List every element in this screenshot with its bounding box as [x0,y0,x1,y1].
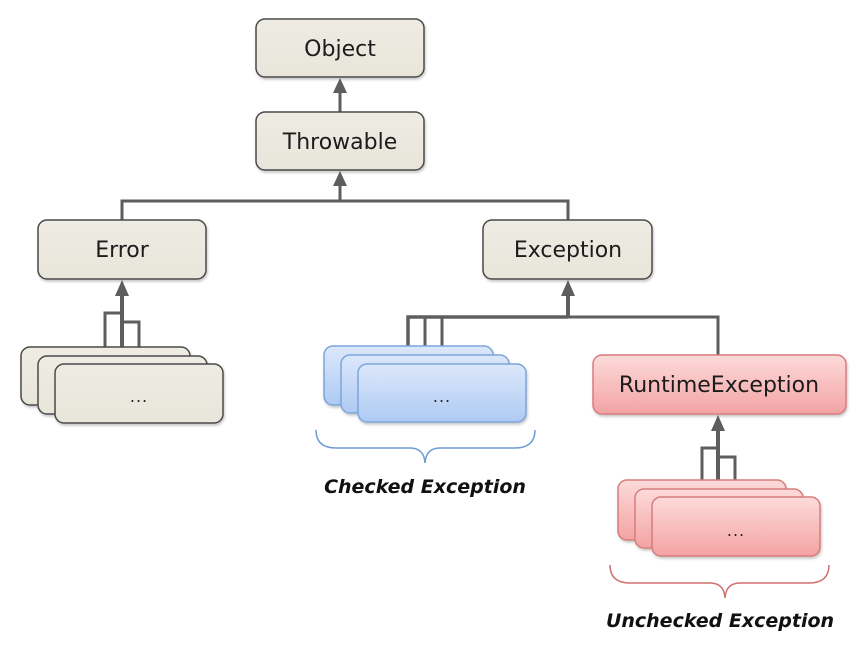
edge-unchecked-1 [700,446,718,480]
stack-error-subclasses[interactable]: ... [20,346,224,424]
arrowhead-exception [561,280,575,296]
node-object[interactable]: Object [255,18,425,78]
node-exception-label: Exception [514,238,622,263]
stack-unchecked-subclasses-label: ... [727,521,745,540]
node-error[interactable]: Error [37,219,207,280]
connectors [103,90,737,497]
edge-error-throwable [120,199,340,220]
edge-runtime-exception [568,315,720,355]
node-runtime-exception-label: RuntimeException [619,373,819,398]
node-throwable-label: Throwable [282,130,398,155]
group-label-checked: Checked Exception [324,476,526,498]
arrowhead-runtime-exception [711,415,725,431]
arrowheads [115,78,725,431]
stack-checked-subclasses[interactable]: ... [323,345,527,423]
brace-checked [315,429,536,464]
stack-checked-subclasses-label: ... [433,387,451,406]
arrowhead-error [115,280,129,296]
group-label-unchecked: Unchecked Exception [606,610,834,632]
stack-unchecked-subclasses[interactable]: ... [617,479,821,557]
node-runtime-exception[interactable]: RuntimeException [592,354,847,415]
node-exception[interactable]: Exception [482,219,653,280]
edge-exception-throwable [340,199,570,220]
stack-card [54,363,224,424]
node-error-label: Error [95,238,150,263]
stack-card [651,496,821,557]
brace-unchecked [609,564,830,599]
stack-error-subclasses-label: ... [130,387,148,406]
edge-error-stack-1 [103,311,122,347]
node-object-label: Object [304,37,376,62]
arrowhead-object [333,78,347,93]
arrowhead-throwable [333,171,347,186]
node-throwable[interactable]: Throwable [255,111,425,171]
edge-checked-bus [406,315,568,346]
stack-card [357,363,527,423]
